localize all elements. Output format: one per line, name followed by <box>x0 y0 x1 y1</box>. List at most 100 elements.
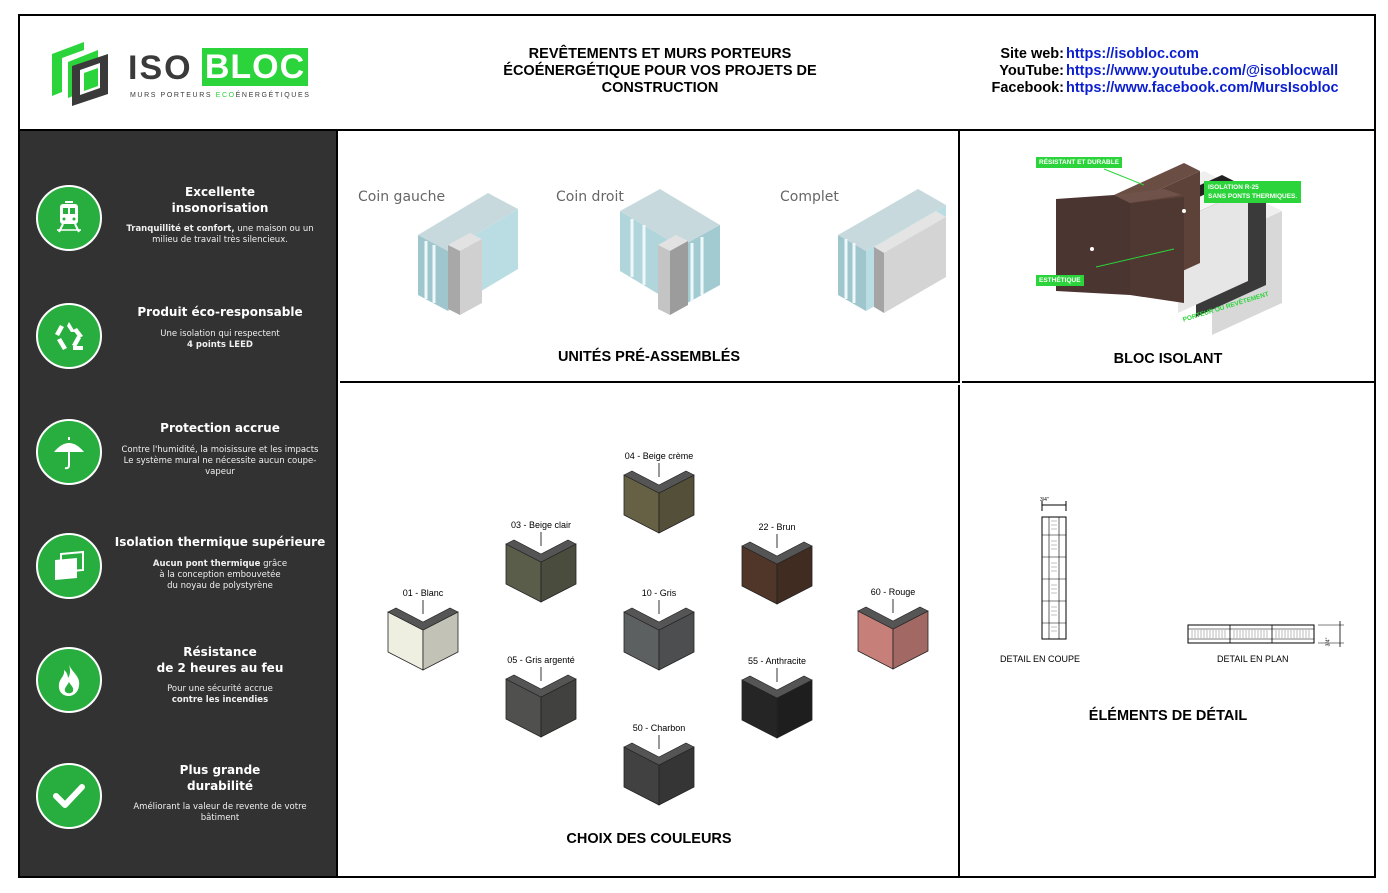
feature-text: Excellente insonorisation Tranquillité e… <box>114 185 326 246</box>
feature-text: Isolation thermique supérieure Aucun pon… <box>114 535 326 592</box>
feature-text: Produit éco-responsable Une isolation qu… <box>114 305 326 351</box>
plan-dimension: 3/4" <box>1325 637 1332 647</box>
block-title: BLOC ISOLANT <box>1113 351 1223 367</box>
title-line: CONSTRUCTION <box>601 80 719 96</box>
train-icon <box>36 185 102 251</box>
swatch-label: 22 - Brun <box>758 522 796 532</box>
feature-desc: Tranquillité et confort, une maison ou u… <box>126 224 314 245</box>
swatch-corner-block <box>741 668 813 739</box>
swatch-corner-block <box>741 534 813 605</box>
swatch-label: 03 - Beige clair <box>510 520 572 530</box>
features-sidebar: Excellente insonorisation Tranquillité e… <box>20 131 338 876</box>
unit-left-corner: Coin gauche <box>358 179 523 315</box>
callout-aesthetic: ESTHÉTIQUE <box>1036 275 1084 286</box>
sheet: ISO BLOC MURS PORTEURS ECOÉNERGÉTIQUES R… <box>18 14 1376 878</box>
section-dimension: 3/4" <box>1040 497 1049 503</box>
logo-mark-icon <box>52 42 108 106</box>
title-line: REVÊTEMENTS ET MURS PORTEURS <box>528 46 792 62</box>
units-panel: Coin gauche Coin droit <box>340 131 960 383</box>
section-label: DETAIL EN COUPE <box>1000 654 1081 664</box>
page-title: REVÊTEMENTS ET MURS PORTEURS ÉCOÉNERGÉTI… <box>460 46 860 97</box>
feature-soundproofing: Excellente insonorisation Tranquillité e… <box>20 181 336 291</box>
panels-icon <box>36 533 102 599</box>
plan-detail-drawing <box>1187 621 1344 647</box>
feature-fire: Résistance de 2 heures au feu Pour une s… <box>20 645 336 755</box>
unit-complete: Complet <box>780 179 946 314</box>
color-swatch: 50 - Charbon <box>614 723 704 807</box>
insulating-block-illustration <box>1056 163 1282 335</box>
colors-panel: 04 - Beige crème 03 - Beige clair 22 - Bru… <box>340 385 960 876</box>
isobloc-logo: ISO BLOC MURS PORTEURS ECOÉNERGÉTIQUES <box>50 38 312 108</box>
color-swatch: 04 - Beige crème <box>614 451 704 535</box>
right-corner-illustration <box>620 189 720 315</box>
feature-title: Plus grande <box>179 763 261 777</box>
feature-desc: Améliorant la valeur de revente de votre… <box>133 802 307 823</box>
unit-label: Coin droit <box>556 189 624 205</box>
feature-title: Résistance <box>183 645 257 659</box>
website-link[interactable]: https://isobloc.com <box>1066 46 1199 62</box>
plan-label: DETAIL EN PLAN <box>1217 654 1289 664</box>
contact-links: Site web: https://isobloc.com YouTube: h… <box>990 46 1339 97</box>
swatch-label: 04 - Beige crème <box>624 451 694 461</box>
units-title: UNITÉS PRÉ-ASSEMBLÉS <box>557 349 741 365</box>
complete-unit-illustration <box>838 189 946 313</box>
feature-text: Protection accrue Contre l'humidité, la … <box>114 421 326 478</box>
unit-label: Coin gauche <box>358 189 446 205</box>
facebook-link[interactable]: https://www.facebook.com/MursIsobloc <box>1066 80 1339 96</box>
feature-title: de 2 heures au feu <box>156 660 284 675</box>
youtube-row: YouTube: https://www.youtube.com/@isoblo… <box>990 63 1339 80</box>
swatch-corner-block <box>505 667 577 738</box>
callout-durable: RÉSISTANT ET DURABLE <box>1036 157 1123 168</box>
colors-title: CHOIX DES COULEURS <box>566 831 732 847</box>
feature-title: Protection accrue <box>160 421 280 435</box>
section-detail-drawing <box>1041 501 1067 640</box>
link-label: YouTube: <box>999 63 1064 79</box>
swatch-label: 10 - Gris <box>641 588 677 598</box>
color-swatch: 03 - Beige clair <box>496 520 586 604</box>
feature-title: Produit éco-responsable <box>137 305 303 319</box>
detail-panel: 3/4" DETAIL EN COUPE 3/4" DETAIL EN PLAN… <box>962 385 1374 876</box>
checkmark-icon <box>36 763 102 829</box>
feature-durability: Plus grande durabilité Améliorant la val… <box>20 761 336 871</box>
swatch-label: 01 - Blanc <box>402 588 444 598</box>
feature-thermal: Isolation thermique supérieure Aucun pon… <box>20 531 336 641</box>
swatch-corner-block <box>623 463 695 534</box>
color-swatch: 60 - Rouge <box>848 587 938 671</box>
feature-title: insonorisation <box>171 200 269 215</box>
swatch-label: 05 - Gris argenté <box>507 655 575 665</box>
youtube-link[interactable]: https://www.youtube.com/@isoblocwall <box>1066 63 1339 79</box>
feature-text: Plus grande durabilité Améliorant la val… <box>114 763 326 824</box>
color-swatch: 22 - Brun <box>732 522 822 606</box>
link-label: Site web: <box>1000 46 1064 62</box>
fire-icon <box>36 647 102 713</box>
brand-bloc: BLOC <box>202 48 308 86</box>
title-line: ÉCOÉNERGÉTIQUE POUR VOS PROJETS DE <box>503 63 817 79</box>
unit-right-corner: Coin droit <box>556 179 721 315</box>
unit-label: Complet <box>780 189 839 205</box>
umbrella-icon <box>36 419 102 485</box>
logo-tagline: MURS PORTEURS ECOÉNERGÉTIQUES <box>130 92 311 99</box>
swatch-corner-block <box>387 600 459 671</box>
recycle-icon <box>36 303 102 369</box>
feature-title: Isolation thermique supérieure <box>114 535 326 549</box>
swatch-corner-block <box>857 599 929 670</box>
swatch-label: 60 - Rouge <box>870 587 916 597</box>
website-row: Site web: https://isobloc.com <box>990 46 1339 63</box>
detail-title: ÉLÉMENTS DE DÉTAIL <box>1088 708 1248 724</box>
feature-desc: Contre l'humidité, la moisissure et les … <box>121 444 319 477</box>
swatch-corner-block <box>623 600 695 671</box>
facebook-row: Facebook: https://www.facebook.com/MursI… <box>990 80 1339 97</box>
feature-title: durabilité <box>187 778 253 793</box>
brand-iso: ISO <box>128 49 193 87</box>
feature-text: Résistance de 2 heures au feu Pour une s… <box>114 645 326 706</box>
swatch-corner-block <box>505 532 577 603</box>
feature-eco: Produit éco-responsable Une isolation qu… <box>20 303 336 413</box>
color-swatch: 55 - Anthracite <box>732 656 822 740</box>
feature-protection: Protection accrue Contre l'humidité, la … <box>20 417 336 527</box>
header: ISO BLOC MURS PORTEURS ECOÉNERGÉTIQUES R… <box>20 16 1374 131</box>
